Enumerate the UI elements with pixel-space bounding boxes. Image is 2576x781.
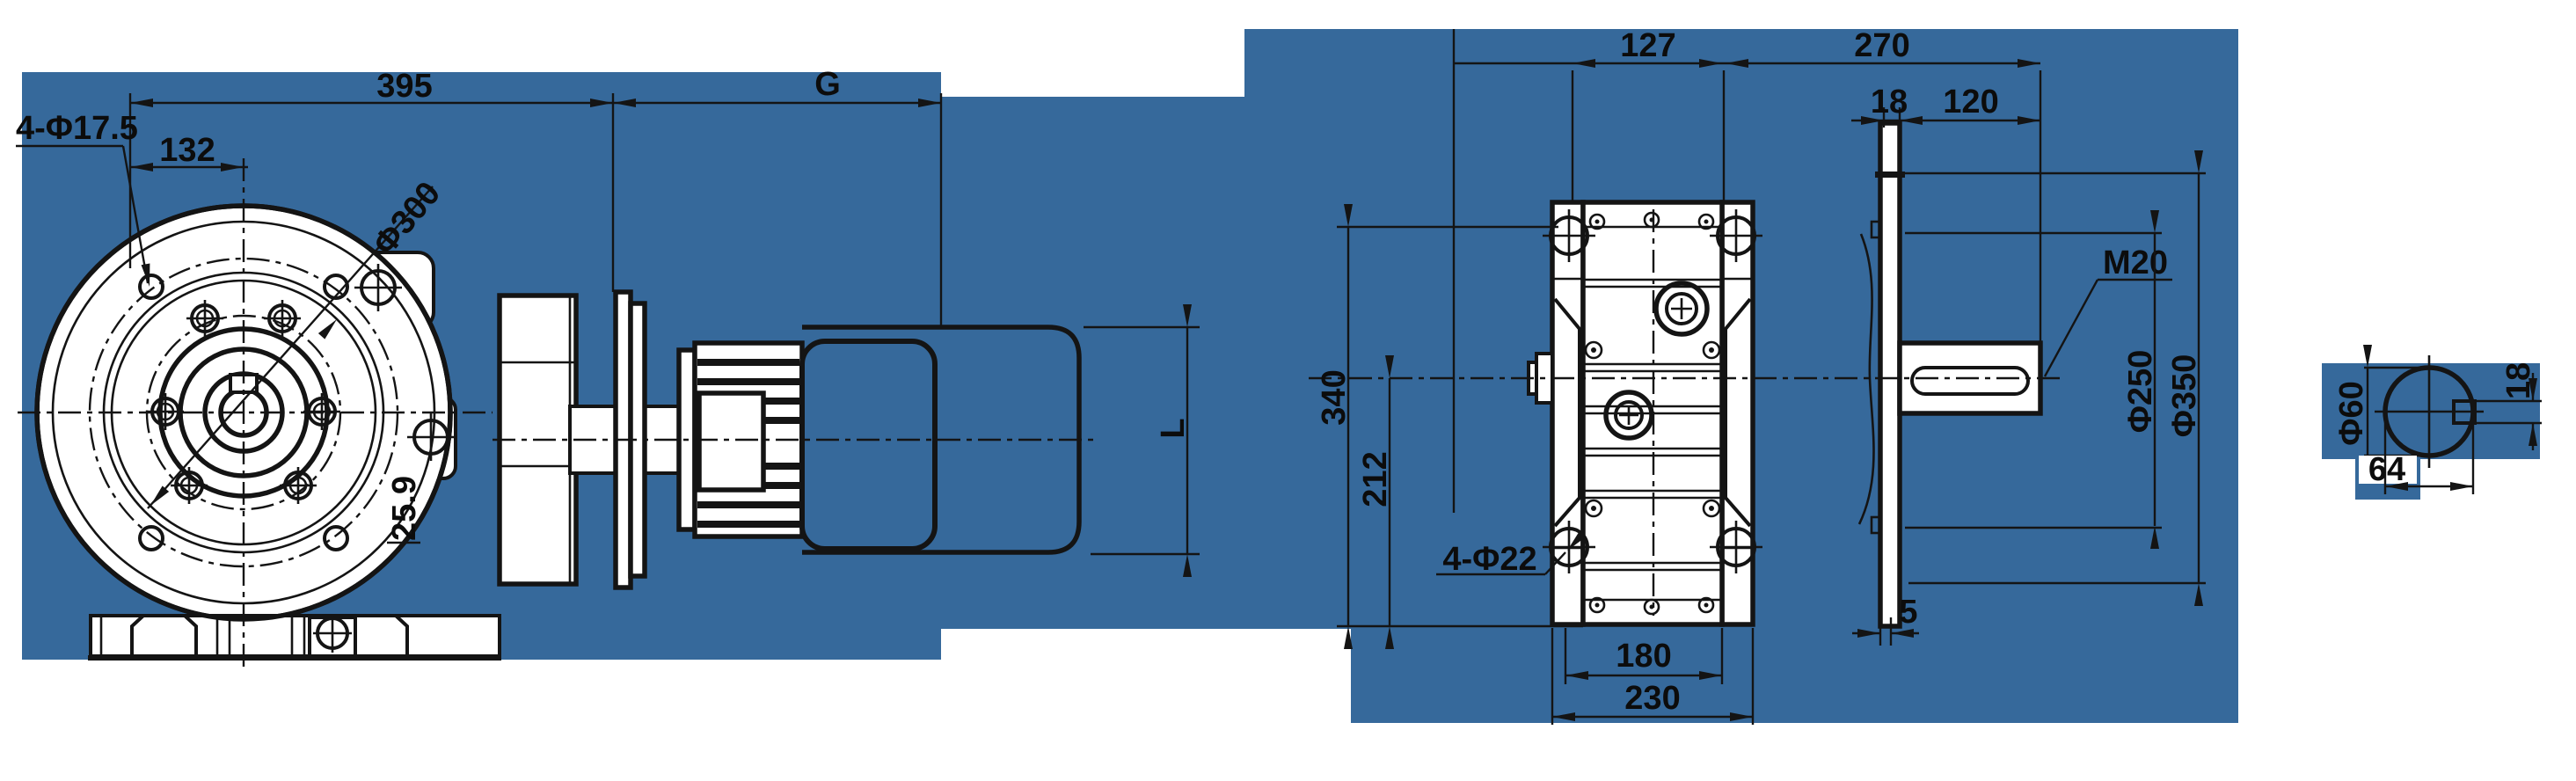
dia-60-label: Φ60 [2333, 381, 2370, 445]
dim-230-label: 230 [1624, 680, 1680, 717]
background-patches [22, 29, 2540, 723]
dim-340-label: 340 [1316, 369, 1353, 425]
dim-395-label: 395 [376, 68, 432, 105]
dim-270-label: 270 [1854, 27, 1909, 64]
front-view [18, 158, 1095, 667]
thread-note-label: M20 [2103, 245, 2168, 281]
cover-bolts [1584, 211, 1721, 616]
dia-250-label: Φ250 [2122, 350, 2159, 434]
dim-212-label: 212 [1357, 451, 1394, 507]
dimensions: 395 G 132 Φ300 4-Φ17.5 25.9 L [16, 27, 2542, 725]
side-view [1309, 120, 2062, 629]
dim-64-label: 64 [2368, 451, 2405, 488]
oil-plugs [1603, 281, 1710, 441]
foot-bolt-hole [313, 614, 352, 653]
dim-25-9-label: 25.9 [386, 476, 423, 541]
side-bolt-note-label: 4-Φ22 [1442, 541, 1536, 578]
dim-132-label: 132 [159, 132, 215, 169]
dim-120-label: 120 [1943, 84, 1998, 120]
dim-5-label: 5 [1899, 594, 1917, 631]
terminal-box [697, 390, 766, 493]
mounting-feet [88, 614, 501, 661]
dim-180-label: 180 [1616, 638, 1671, 675]
dia-350-label: Φ350 [2166, 354, 2203, 438]
dim-127-label: 127 [1620, 27, 1675, 64]
motor-assembly [497, 289, 1082, 590]
flange-bolt-holes [138, 274, 349, 551]
dim-g-label: G [814, 66, 841, 103]
tab-bolt-holes [354, 264, 455, 461]
dim-l-label: L [1155, 418, 1192, 438]
key-18-label: 18 [2500, 362, 2537, 399]
motor-end-cap [799, 339, 938, 551]
front-bolt-note-label: 4-Φ17.5 [16, 110, 138, 147]
housing-bolt-holes [1543, 209, 1762, 573]
dim-18-label: 18 [1871, 84, 1908, 120]
shaft-keyway [1910, 366, 2030, 396]
